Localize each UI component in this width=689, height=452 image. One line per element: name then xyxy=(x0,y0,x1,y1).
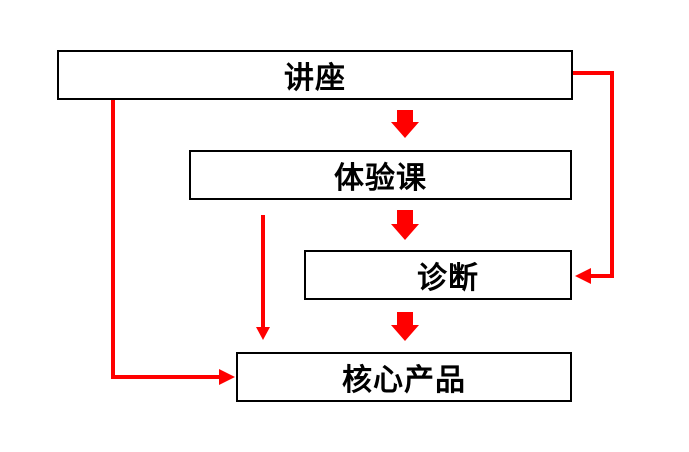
node-lecture: 讲座 xyxy=(57,50,573,100)
node-lecture-label: 讲座 xyxy=(284,61,346,96)
block-arrow-diagnosis-to-core xyxy=(391,312,419,341)
arrowhead-core-top xyxy=(256,327,270,340)
node-core-product-label: 核心产品 xyxy=(342,363,466,398)
node-trial-class: 体验课 xyxy=(189,150,572,200)
block-arrow-trial-to-diagnosis xyxy=(391,210,419,240)
block-arrow-lecture-to-trial xyxy=(391,110,419,138)
connector-lecture-to-core xyxy=(111,100,220,379)
node-diagnosis-label: 诊断 xyxy=(417,261,479,296)
arrowhead-core-left xyxy=(219,369,235,385)
connector-lecture-to-diagnosis xyxy=(573,71,614,278)
node-core-product: 核心产品 xyxy=(236,352,572,402)
node-diagnosis: 诊断 xyxy=(304,250,572,300)
node-trial-class-label: 体验课 xyxy=(334,161,427,196)
arrowhead-diagnosis xyxy=(575,268,591,284)
